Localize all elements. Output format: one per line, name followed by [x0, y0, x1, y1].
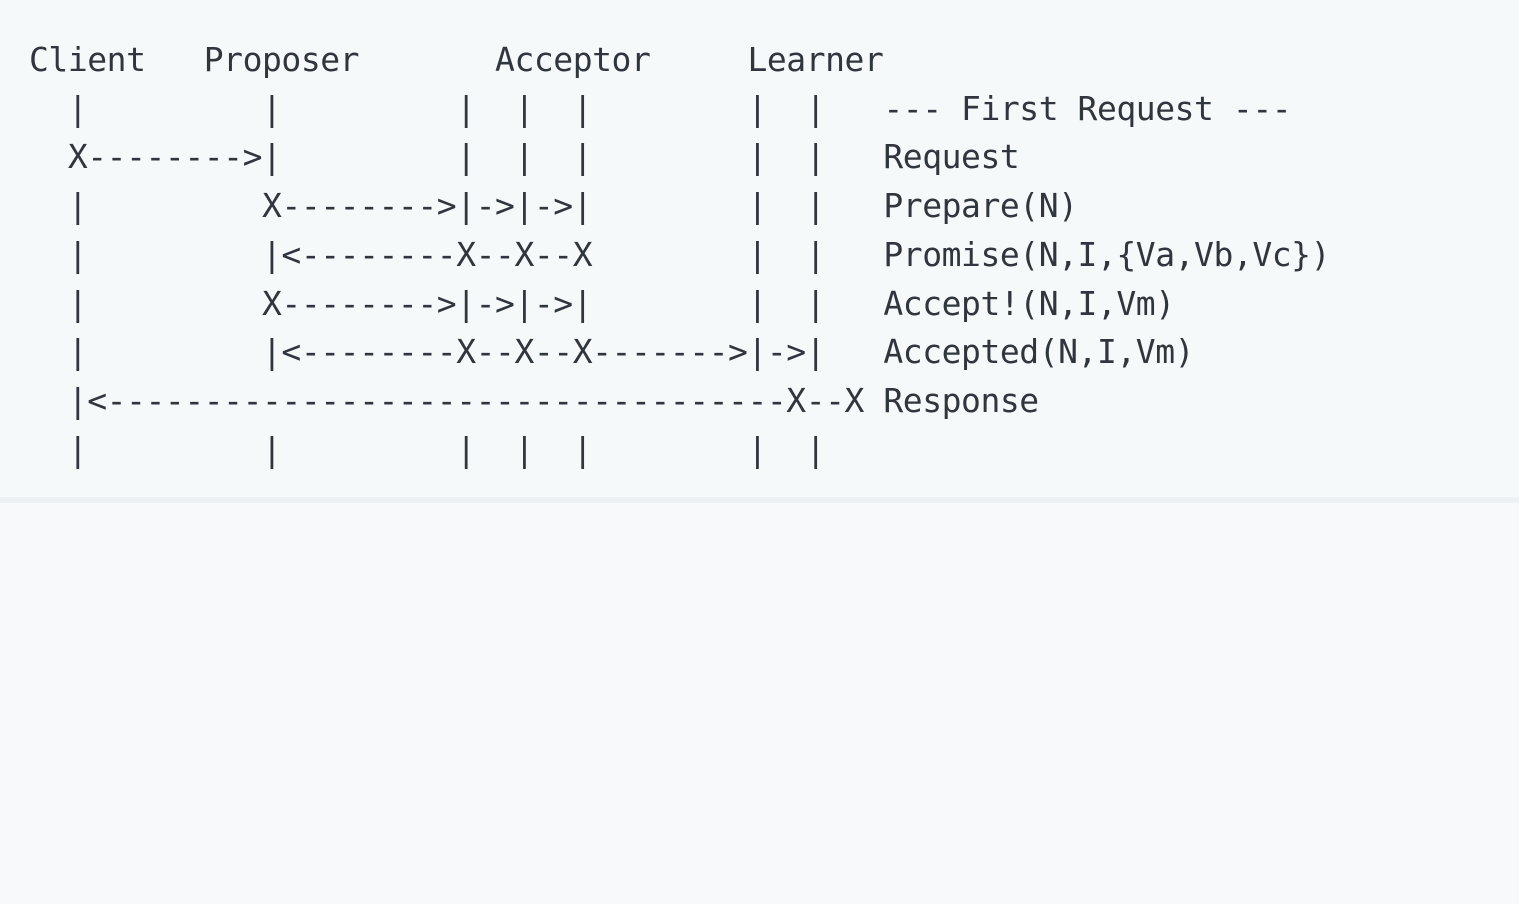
- ascii-art-first-request: Client Proposer Acceptor Learner | | | |…: [29, 40, 1330, 469]
- panel-following-requests: Client Proposer Acceptor Learner | | | |…: [0, 503, 1519, 904]
- panel-divider: [0, 497, 1519, 503]
- panel-first-request: Client Proposer Acceptor Learner | | | |…: [29, 40, 1331, 469]
